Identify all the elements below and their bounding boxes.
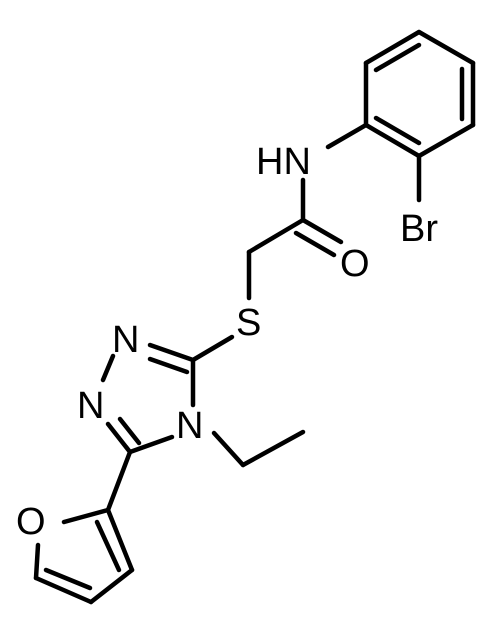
n1-label: N xyxy=(112,319,139,361)
bond-triazole-furan xyxy=(105,449,133,513)
furan-oxygen-label: O xyxy=(16,501,46,543)
bromophenyl-ring xyxy=(363,29,476,159)
bond-n-aryl xyxy=(325,122,369,150)
bond-c-o-1 xyxy=(300,217,344,245)
n2-label: N xyxy=(77,385,104,427)
n4-label: N xyxy=(176,405,203,447)
bond-c-o-2 xyxy=(293,230,337,258)
bond-s-triazole xyxy=(190,334,235,363)
bond-n-ethyl-2 xyxy=(240,429,306,468)
furan-ring xyxy=(33,507,135,605)
bond-carbonyl-ch2 xyxy=(246,217,306,255)
nh-label: HN xyxy=(256,141,311,183)
sulfur-label: S xyxy=(236,302,261,344)
br-label: Br xyxy=(400,208,438,250)
triazole-ring xyxy=(100,342,196,455)
bond-n-ethyl-1 xyxy=(211,430,246,468)
carbonyl-oxygen-label: O xyxy=(340,243,370,285)
